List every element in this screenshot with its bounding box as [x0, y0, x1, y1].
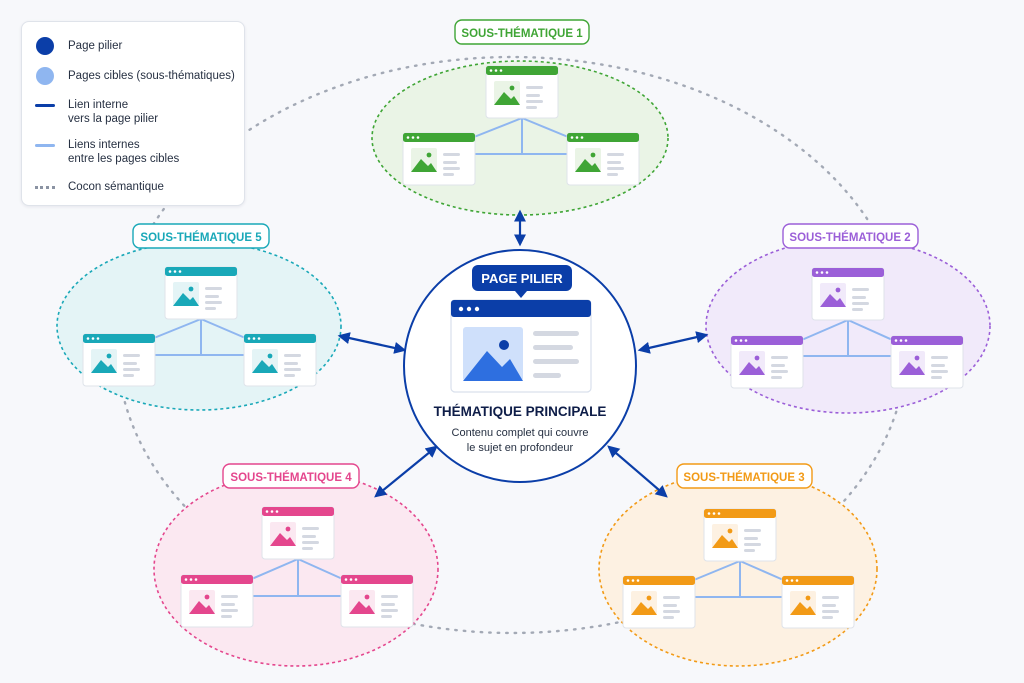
cluster-2-cross-links: [796, 319, 898, 357]
cluster-4-page-top: [261, 506, 335, 560]
cluster-3-label: SOUS-THÉMATIQUE 3: [676, 463, 813, 489]
legend-item-semantic-cocoon: Cocon sémantique: [34, 180, 164, 194]
cluster-1-page-right: [566, 132, 640, 186]
cluster-5-pages: [82, 266, 317, 387]
cluster-4-pages: [180, 506, 414, 628]
image-placeholder-icon: [820, 283, 846, 307]
pillar-webpage-illustration: [450, 299, 592, 393]
image-placeholder-icon: [411, 148, 437, 172]
cluster-1-label: SOUS-THÉMATIQUE 1: [454, 19, 590, 45]
cluster-4-page-left: [180, 574, 254, 628]
cluster-2-page-left: [730, 335, 804, 389]
cluster-2-page-right: [890, 335, 964, 389]
cluster-1-page-left: [402, 132, 476, 186]
legend-line-icon: [34, 98, 56, 112]
image-placeholder-icon: [270, 522, 296, 546]
legend-item-pillar-page: Page pilier: [34, 37, 123, 55]
arrow-cluster-4: [374, 445, 438, 498]
cluster-3-page-top: [703, 508, 777, 562]
image-placeholder-icon: [575, 148, 601, 172]
cluster-2-page-top: [811, 267, 885, 321]
arrow-cluster-5: [337, 332, 407, 354]
legend: Page pilier Pages cibles (sous-thématiqu…: [21, 21, 245, 206]
cluster-1-page-top: [485, 65, 559, 119]
cluster-1-label-text: SOUS-THÉMATIQUE 1: [461, 27, 583, 40]
cluster-5-label: SOUS-THÉMATIQUE 5: [132, 223, 270, 249]
pillar-badge-label: PAGE PILIER: [481, 271, 563, 286]
legend-item-target-pages: Pages cibles (sous-thématiques): [34, 67, 235, 85]
cluster-5-label-text: SOUS-THÉMATIQUE 5: [140, 231, 262, 244]
image-placeholder-icon: [252, 349, 278, 373]
cluster-4-label: SOUS-THÉMATIQUE 4: [222, 463, 360, 489]
cluster-3-area: [598, 471, 878, 667]
pillar-description-line-2: le sujet en profondeur: [467, 442, 574, 454]
legend-item-internal-link: Lien interne vers la page pilier: [34, 98, 158, 126]
image-placeholder-icon: [91, 349, 117, 373]
image-placeholder-icon: [349, 590, 375, 614]
pillar-links: [337, 209, 709, 498]
legend-dot-icon: [34, 67, 56, 85]
arrow-cluster-2: [637, 331, 709, 354]
cluster-3-page-right: [781, 575, 855, 629]
pillar-badge: PAGE PILIER: [472, 265, 572, 298]
image-placeholder-icon: [631, 591, 657, 615]
cluster-4-area: [153, 471, 439, 667]
cluster-4-cross-links: [246, 558, 348, 597]
legend-label: Cocon sémantique: [68, 181, 164, 193]
cluster-2-label-text: SOUS-THÉMATIQUE 2: [789, 231, 910, 244]
image-placeholder-icon: [189, 590, 215, 614]
cluster-5-page-left: [82, 333, 156, 387]
legend-label: Liens internes entre les pages cibles: [68, 139, 180, 165]
cluster-4-page-right: [340, 574, 414, 628]
image-placeholder-icon: [494, 81, 520, 105]
legend-dot-icon: [34, 37, 56, 55]
image-placeholder-icon: [739, 351, 765, 375]
cluster-3-label-text: SOUS-THÉMATIQUE 3: [683, 471, 804, 484]
legend-item-cross-links: Liens internes entre les pages cibles: [34, 138, 179, 166]
cluster-3-page-left: [622, 575, 696, 629]
cluster-2-label: SOUS-THÉMATIQUE 2: [782, 223, 919, 249]
legend-label: Lien interne vers la page pilier: [68, 99, 159, 125]
legend-dotted-line-icon: [34, 180, 56, 194]
image-placeholder-icon: [899, 351, 925, 375]
image-placeholder-icon: [790, 591, 816, 615]
cluster-2-pages: [730, 267, 964, 389]
pillar-title: THÉMATIQUE PRINCIPALE: [434, 404, 607, 419]
cluster-4-label-text: SOUS-THÉMATIQUE 4: [230, 471, 352, 484]
arrow-cluster-3: [607, 445, 668, 498]
cluster-5-cross-links: [148, 318, 251, 356]
image-placeholder-icon: [712, 524, 738, 548]
cluster-3-pages: [622, 508, 855, 629]
cluster-1-cross-links: [468, 117, 574, 155]
cluster-3-cross-links: [688, 560, 789, 598]
image-placeholder-icon: [173, 282, 199, 306]
pillar-description-line-1: Contenu complet qui couvre: [452, 427, 589, 439]
cluster-5-page-top: [164, 266, 238, 320]
legend-label: Page pilier: [68, 40, 123, 52]
cluster-5-page-right: [243, 333, 317, 387]
legend-line-icon: [34, 138, 56, 152]
cluster-1-pages: [402, 65, 640, 186]
legend-label: Pages cibles (sous-thématiques): [68, 70, 235, 82]
